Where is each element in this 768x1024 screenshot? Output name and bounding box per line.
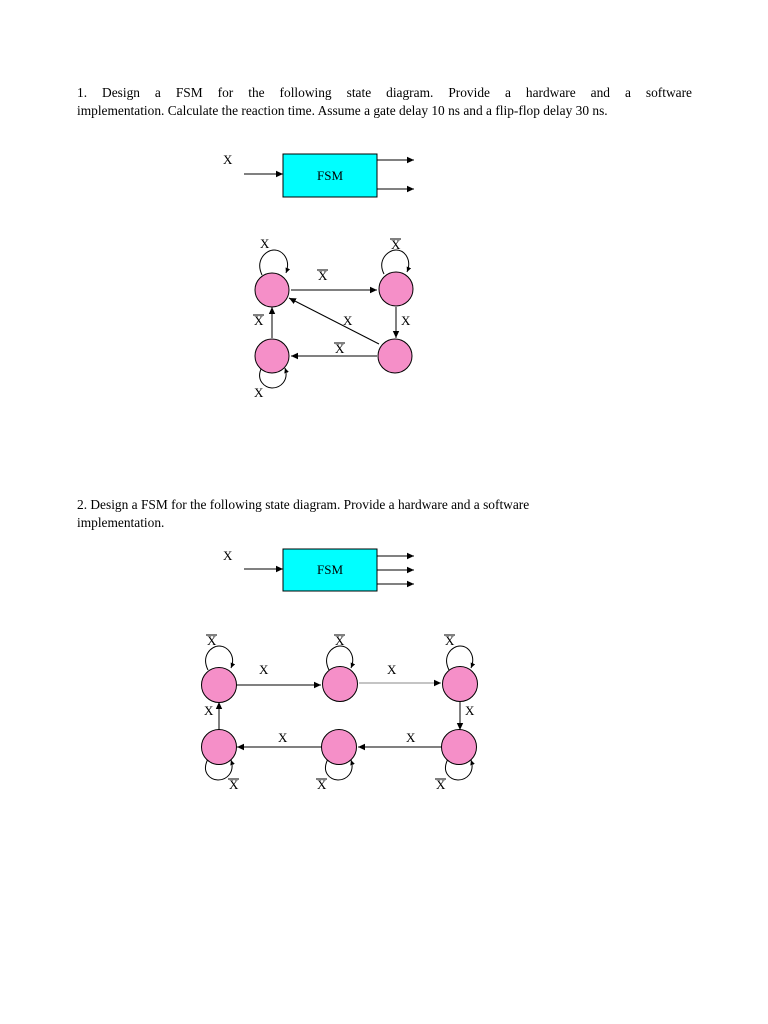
problem-1-text: 1. Design a FSM for the following state … [77,84,692,120]
sd2-state-bottom-mid [321,729,357,765]
sd1-label-bottom-edge: X [335,341,345,356]
sd2-label-top-left-self: X [207,633,217,648]
sd1-label-top-edge: X [318,268,328,283]
problem-2-text: 2. Design a FSM for the following state … [77,496,692,532]
sd2-label-top-edge-2: X [387,662,397,677]
sd2-label-left-edge: X [204,703,214,718]
sd2-label-top-edge-1: X [259,662,269,677]
problem-1-line-1: 1. Design a FSM for the following state … [77,85,692,100]
sd2-self-loop-bottom-mid [324,758,355,781]
sd2-label-bottom-edge-1: X [278,730,288,745]
sd1-state-top-left [254,272,290,308]
state-diagram-1: X X X X X X X X [253,236,414,400]
fsm1-input-label: X [223,152,233,167]
sd1-label-bottom-left-self: X [254,385,264,400]
sd1-state-bottom-left [254,338,290,374]
sd1-state-top-right [378,271,414,307]
sd1-label-left-edge: X [254,313,264,328]
sd1-label-top-left-self: X [260,236,270,251]
sd2-self-loop-bottom-right [444,758,475,781]
sd2-state-bottom-left [201,729,237,765]
sd1-self-loop-top-left [259,249,291,276]
problem-1-line-2: implementation. Calculate the reaction t… [77,103,608,118]
sd2-state-top-mid [322,666,358,702]
sd2-label-top-right-self: X [445,633,455,648]
sd2-label-bottom-edge-2: X [406,730,416,745]
fsm2-box-label: FSM [317,562,343,577]
sd2-state-top-left [201,667,237,703]
sd1-label-diagonal-edge: X [343,313,353,328]
sd1-state-bottom-right [377,338,413,374]
sd2-self-loop-top-left [205,645,236,671]
sd2-state-top-right [442,666,478,702]
sd2-label-bottom-mid-self: X [317,777,327,792]
sd1-self-loop-bottom-left [259,366,289,389]
fsm-block-2: X FSM [223,548,414,592]
problem-2-line-2: implementation. [77,515,165,530]
sd2-self-loop-top-right [446,645,476,671]
sd2-state-bottom-right [441,729,477,765]
sd1-self-loop-top-right [381,249,412,275]
sd2-label-bottom-left-self: X [229,777,239,792]
sd1-label-right-edge: X [401,313,411,328]
fsm-block-1: X FSM [223,152,414,198]
sd2-self-loop-top-mid [326,645,356,671]
sd1-label-top-right-self: X [391,237,401,252]
problem-2-line-1: 2. Design a FSM for the following state … [77,497,530,512]
sd2-self-loop-bottom-left [204,758,235,781]
sd1-edge-diagonal [288,297,380,345]
fsm1-box-label: FSM [317,168,343,183]
fsm1-box [282,153,378,198]
sd2-label-top-mid-self: X [335,633,345,648]
state-diagram-2: X X X X X X X X X X X X [201,633,478,792]
fsm2-input-label: X [223,548,233,563]
sd2-label-right-edge: X [465,703,475,718]
sd2-label-bottom-right-self: X [436,777,446,792]
